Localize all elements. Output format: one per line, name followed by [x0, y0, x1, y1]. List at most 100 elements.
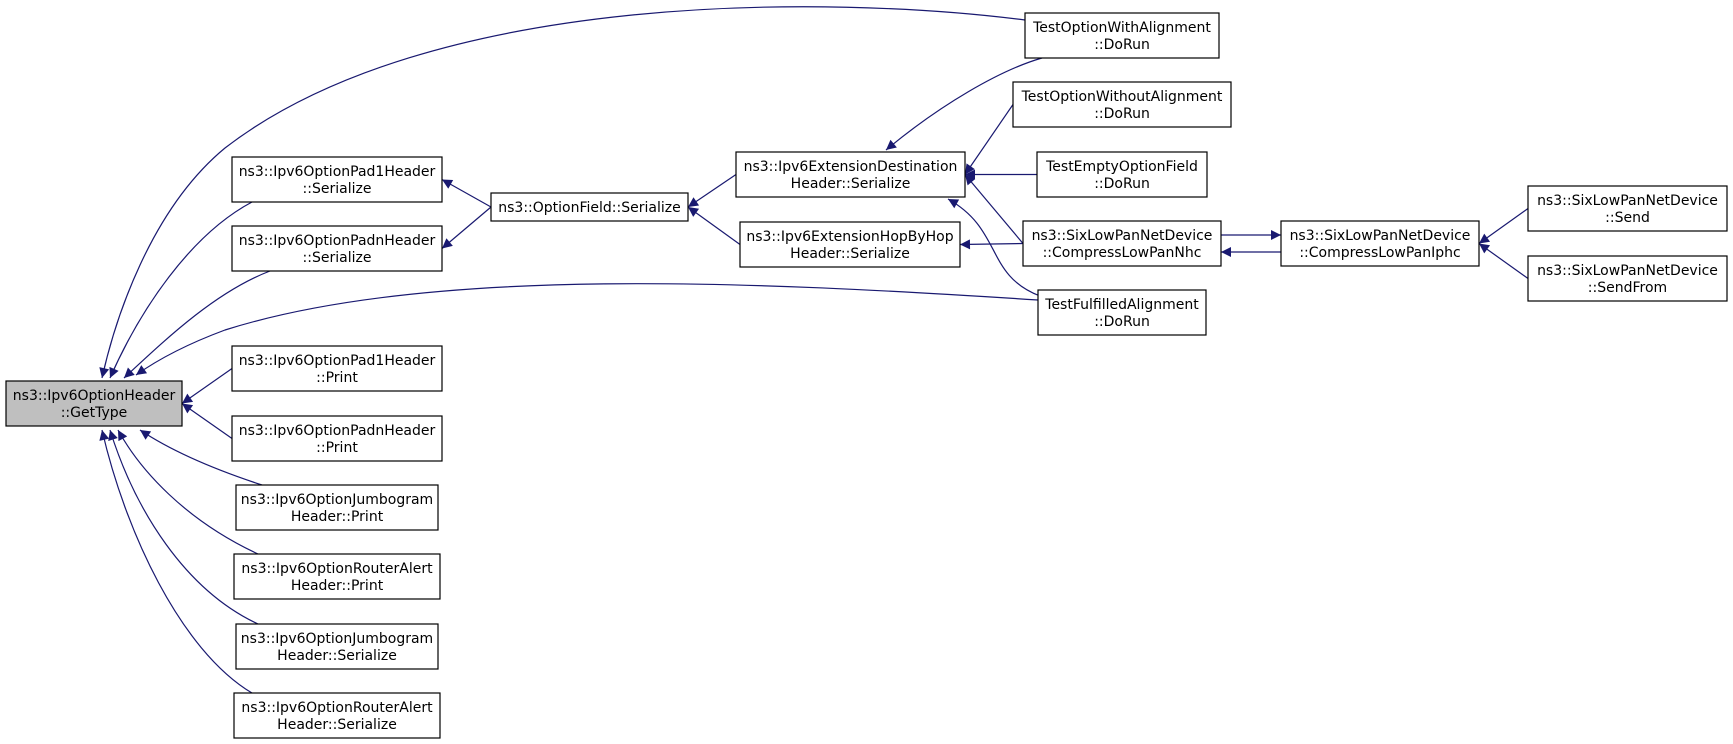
- node-sendFrom[interactable]: ns3::SixLowPanNetDevice::SendFrom: [1527, 255, 1728, 302]
- edge-padnPrint-to-getType: [181, 403, 233, 439]
- node-label-line: TestOptionWithoutAlignment: [1021, 89, 1223, 105]
- node-box: [1012, 81, 1232, 128]
- node-label-line: TestFulfilledAlignment: [1044, 297, 1199, 313]
- node-padnSerialize[interactable]: ns3::Ipv6OptionPadnHeader::Serialize: [231, 225, 443, 272]
- node-label-line: ::DoRun: [1094, 176, 1150, 192]
- edge-compressNhc-to-hopSerialize: [959, 239, 1024, 250]
- node-label-line: ns3::Ipv6OptionPadnHeader: [239, 233, 436, 249]
- node-testEmpty[interactable]: TestEmptyOptionField::DoRun: [1036, 151, 1208, 198]
- node-label-line: ::DoRun: [1094, 106, 1150, 122]
- node-label-line: Header::Serialize: [277, 717, 397, 733]
- edge-jumboSerialize-to-getType: [108, 429, 259, 625]
- edge-padnSerialize-to-getType: [123, 270, 271, 379]
- node-box: [233, 553, 441, 600]
- node-pad1Serialize[interactable]: ns3::Ipv6OptionPad1Header::Serialize: [231, 156, 443, 203]
- node-box: [231, 345, 443, 392]
- node-box: [1036, 151, 1208, 198]
- node-box: [1022, 220, 1222, 267]
- node-label-line: Header::Serialize: [791, 176, 911, 192]
- node-label-line: ::DoRun: [1094, 37, 1150, 53]
- node-label-line: ::Print: [316, 440, 358, 456]
- node-hopSerialize[interactable]: ns3::Ipv6ExtensionHopByHopHeader::Serial…: [739, 221, 961, 268]
- edge-jumboPrint-to-getType: [139, 429, 263, 486]
- edge-pad1Serialize-to-getType: [109, 201, 253, 379]
- node-routerSerialize[interactable]: ns3::Ipv6OptionRouterAlertHeader::Serial…: [233, 692, 441, 739]
- node-optionFieldSerialize[interactable]: ns3::OptionField::Serialize: [490, 192, 689, 222]
- node-jumboSerialize[interactable]: ns3::Ipv6OptionJumbogramHeader::Serializ…: [235, 623, 439, 670]
- node-label-line: ::Serialize: [303, 181, 372, 197]
- edge-pad1Print-to-getType: [181, 368, 233, 404]
- node-label-line: ns3::SixLowPanNetDevice: [1290, 228, 1471, 244]
- node-box: [739, 221, 961, 268]
- node-label-line: ::GetType: [61, 405, 128, 421]
- edge-compressNhc-to-destSerialize: [964, 174, 1024, 244]
- node-label-line: ::Send: [1605, 210, 1650, 226]
- node-box: [735, 151, 966, 198]
- edges: [99, 6, 1529, 694]
- node-label-line: ns3::Ipv6OptionHeader: [13, 388, 176, 404]
- node-label-line: ns3::Ipv6OptionRouterAlert: [241, 561, 433, 577]
- nodes: ns3::Ipv6OptionHeader::GetTypens3::Ipv6O…: [5, 12, 1728, 739]
- node-testFulfilled[interactable]: TestFulfilledAlignment::DoRun: [1037, 289, 1207, 336]
- edge-routerPrint-to-getType: [117, 429, 259, 555]
- node-label-line: ::Print: [316, 370, 358, 386]
- edge-sendFrom-to-compressIphc: [1478, 243, 1529, 279]
- node-label-line: ns3::SixLowPanNetDevice: [1537, 193, 1718, 209]
- node-label-line: TestEmptyOptionField: [1045, 159, 1198, 175]
- node-box: [233, 692, 441, 739]
- node-label-line: ns3::Ipv6OptionPad1Header: [239, 164, 436, 180]
- node-destSerialize[interactable]: ns3::Ipv6ExtensionDestinationHeader::Ser…: [735, 151, 966, 198]
- node-label-line: ns3::SixLowPanNetDevice: [1032, 228, 1213, 244]
- node-pad1Print[interactable]: ns3::Ipv6OptionPad1Header::Print: [231, 345, 443, 392]
- node-testWithoutAlign[interactable]: TestOptionWithoutAlignment::DoRun: [1012, 81, 1232, 128]
- node-label-line: Header::Serialize: [277, 648, 397, 664]
- edge-optionFieldSerialize-to-pad1Serialize: [441, 178, 492, 208]
- edge-hopSerialize-to-optionFieldSerialize: [687, 206, 741, 245]
- node-box: [235, 484, 439, 531]
- node-box: [231, 225, 443, 272]
- edge-testWithAlign-to-getType: [99, 6, 1026, 379]
- node-label-line: ns3::Ipv6OptionPadnHeader: [239, 423, 436, 439]
- node-getType[interactable]: ns3::Ipv6OptionHeader::GetType: [5, 380, 183, 427]
- node-label-line: ns3::OptionField::Serialize: [498, 200, 680, 216]
- node-box: [490, 192, 689, 222]
- node-label-line: ::DoRun: [1094, 314, 1150, 330]
- edge-optionFieldSerialize-to-padnSerialize: [441, 206, 492, 249]
- edge-testFulfilled-to-destSerialize: [947, 198, 1041, 297]
- node-box: [1280, 220, 1480, 267]
- node-testWithAlign[interactable]: TestOptionWithAlignment::DoRun: [1024, 12, 1220, 59]
- node-box: [1037, 289, 1207, 336]
- node-label-line: Header::Print: [291, 509, 384, 525]
- node-box: [5, 380, 183, 427]
- node-send[interactable]: ns3::SixLowPanNetDevice::Send: [1527, 185, 1728, 232]
- node-compressIphc[interactable]: ns3::SixLowPanNetDevice::CompressLowPanI…: [1280, 220, 1480, 267]
- node-label-line: TestOptionWithAlignment: [1032, 20, 1211, 36]
- node-box: [1024, 12, 1220, 59]
- node-label-line: ns3::Ipv6OptionJumbogram: [241, 631, 433, 647]
- node-label-line: ::Serialize: [303, 250, 372, 266]
- node-box: [1527, 255, 1728, 302]
- node-box: [1527, 185, 1728, 232]
- node-label-line: ns3::Ipv6OptionPad1Header: [239, 353, 436, 369]
- node-label-line: ns3::Ipv6ExtensionHopByHop: [746, 229, 953, 245]
- node-box: [231, 156, 443, 203]
- edge-testFulfilled-to-getType: [135, 283, 1039, 376]
- node-label-line: ns3::Ipv6OptionJumbogram: [241, 492, 433, 508]
- node-label-line: ::CompressLowPanIphc: [1299, 245, 1460, 261]
- edge-destSerialize-to-optionFieldSerialize: [687, 174, 737, 208]
- node-label-line: Header::Serialize: [790, 246, 910, 262]
- node-label-line: ::SendFrom: [1588, 280, 1667, 296]
- node-label-line: ::CompressLowPanNhc: [1043, 245, 1202, 261]
- node-label-line: Header::Print: [291, 578, 384, 594]
- node-box: [235, 623, 439, 670]
- edge-routerSerialize-to-getType: [99, 429, 253, 694]
- node-compressNhc[interactable]: ns3::SixLowPanNetDevice::CompressLowPanN…: [1022, 220, 1222, 267]
- node-padnPrint[interactable]: ns3::Ipv6OptionPadnHeader::Print: [231, 415, 443, 462]
- edge-send-to-compressIphc: [1478, 208, 1529, 244]
- edge-testWithoutAlign-to-destSerialize: [964, 104, 1014, 175]
- node-box: [231, 415, 443, 462]
- node-label-line: ns3::SixLowPanNetDevice: [1537, 263, 1718, 279]
